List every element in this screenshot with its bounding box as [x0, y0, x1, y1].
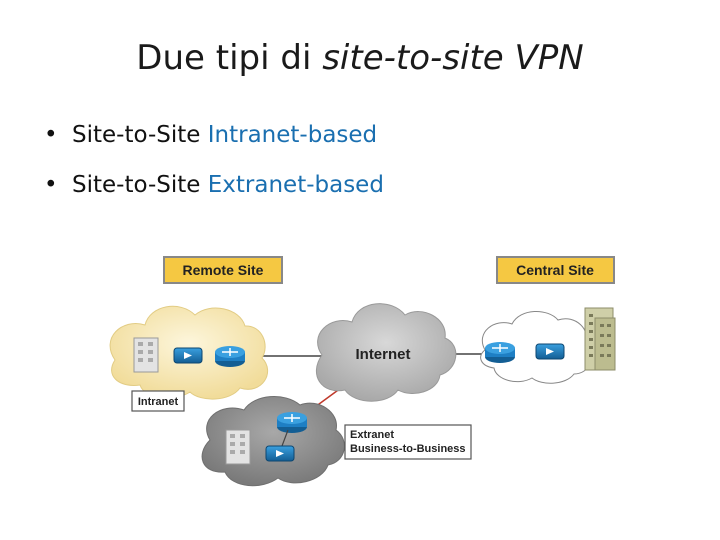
extranet-router-icon	[277, 412, 307, 433]
remote-site-box: Remote Site	[163, 256, 283, 284]
extranet-vpn-device-icon	[265, 445, 295, 462]
title-italic: site-to-site VPN	[322, 38, 584, 78]
internet-cloud: Internet	[316, 303, 457, 402]
extranet-building-icon	[225, 429, 251, 465]
intranet-label: Intranet	[138, 396, 179, 408]
extranet-inner-link	[281, 429, 289, 447]
bullet-prefix: Site-to-Site	[72, 172, 208, 198]
central-site-box: Central Site	[496, 256, 615, 284]
bullet-highlight: Intranet-based	[207, 122, 378, 148]
title-plain: Due tipi di	[136, 38, 323, 78]
remote-vpn-device-icon	[173, 347, 203, 364]
bullet-item: • Site-to-Site Intranet-based	[44, 122, 384, 148]
extranet-label-box: Extranet Business-to-Business	[344, 424, 472, 460]
bullet-dot-icon: •	[44, 172, 58, 198]
extranet-label-line1: Extranet	[350, 429, 394, 441]
slide-title: Due tipi di site-to-site VPN	[0, 38, 720, 78]
bullet-list: • Site-to-Site Intranet-based • Site-to-Si…	[44, 122, 384, 222]
central-building-icon	[584, 307, 616, 371]
bullet-item: • Site-to-Site Extranet-based	[44, 172, 384, 198]
intranet-label-box: Intranet	[131, 390, 185, 412]
bullet-highlight: Extranet-based	[207, 172, 384, 198]
remote-router-icon	[215, 346, 245, 367]
central-site-label: Central Site	[516, 262, 594, 278]
central-vpn-device-icon	[535, 343, 565, 360]
bullet-prefix: Site-to-Site	[72, 122, 208, 148]
extranet-label-line2: Business-to-Business	[350, 443, 466, 455]
remote-site-label: Remote Site	[183, 262, 264, 278]
remote-building-icon	[133, 337, 159, 373]
central-router-icon	[485, 342, 515, 363]
extranet-cloud	[201, 395, 345, 487]
bullet-dot-icon: •	[44, 122, 58, 148]
internet-label: Internet	[355, 346, 410, 363]
